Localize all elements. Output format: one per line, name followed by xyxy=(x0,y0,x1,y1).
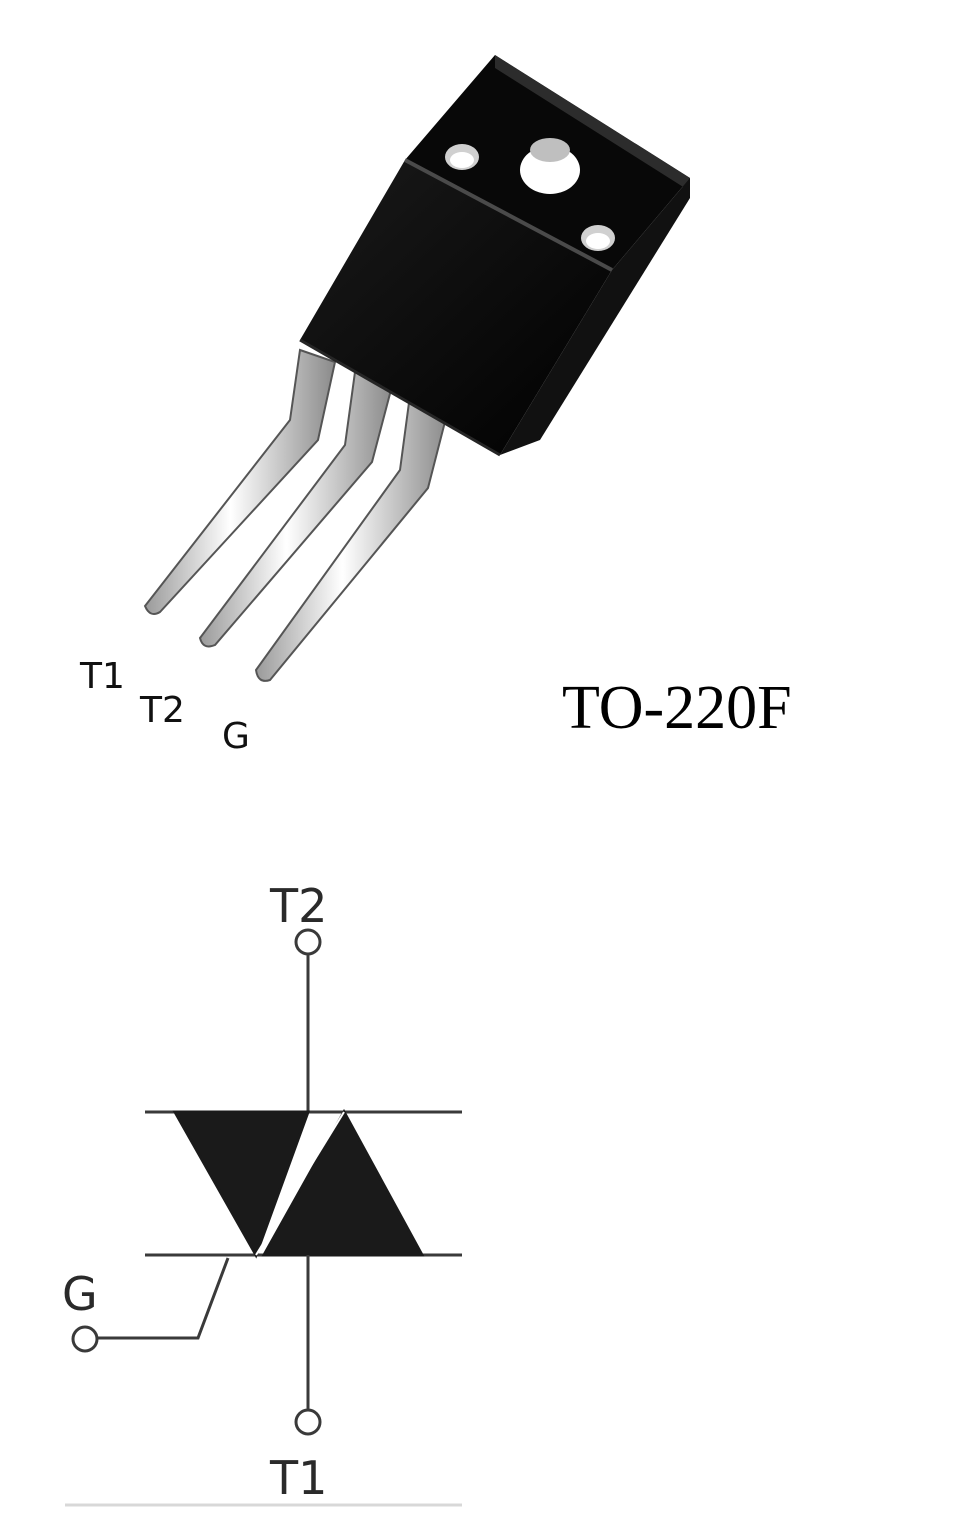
package-drawing: T1 T2 G TO-220F xyxy=(79,55,792,757)
lead-t1 xyxy=(143,348,337,615)
symbol-label-g: G xyxy=(62,1267,98,1321)
triangle-right xyxy=(261,1108,425,1257)
symbol-label-t2: T2 xyxy=(269,879,327,933)
terminal-t1-icon xyxy=(294,1408,322,1436)
mounting-hole-icon xyxy=(520,138,580,194)
gate-lead xyxy=(98,1257,230,1340)
pin-marker-left-icon xyxy=(445,144,479,170)
lead-t2 xyxy=(198,370,394,648)
pin-label-g: G xyxy=(222,716,250,757)
triac-symbol xyxy=(65,928,462,1507)
pin-marker-right-icon xyxy=(581,225,615,251)
lead-g xyxy=(254,393,450,682)
symbol-label-t1: T1 xyxy=(269,1451,327,1505)
terminal-g-icon xyxy=(71,1325,99,1353)
triangle-left xyxy=(172,1110,311,1259)
pin-label-t1: T1 xyxy=(79,656,125,697)
pin-label-t2: T2 xyxy=(139,690,185,731)
terminal-t2-icon xyxy=(294,928,322,956)
package-name: TO-220F xyxy=(562,674,792,742)
package-body xyxy=(299,158,690,457)
